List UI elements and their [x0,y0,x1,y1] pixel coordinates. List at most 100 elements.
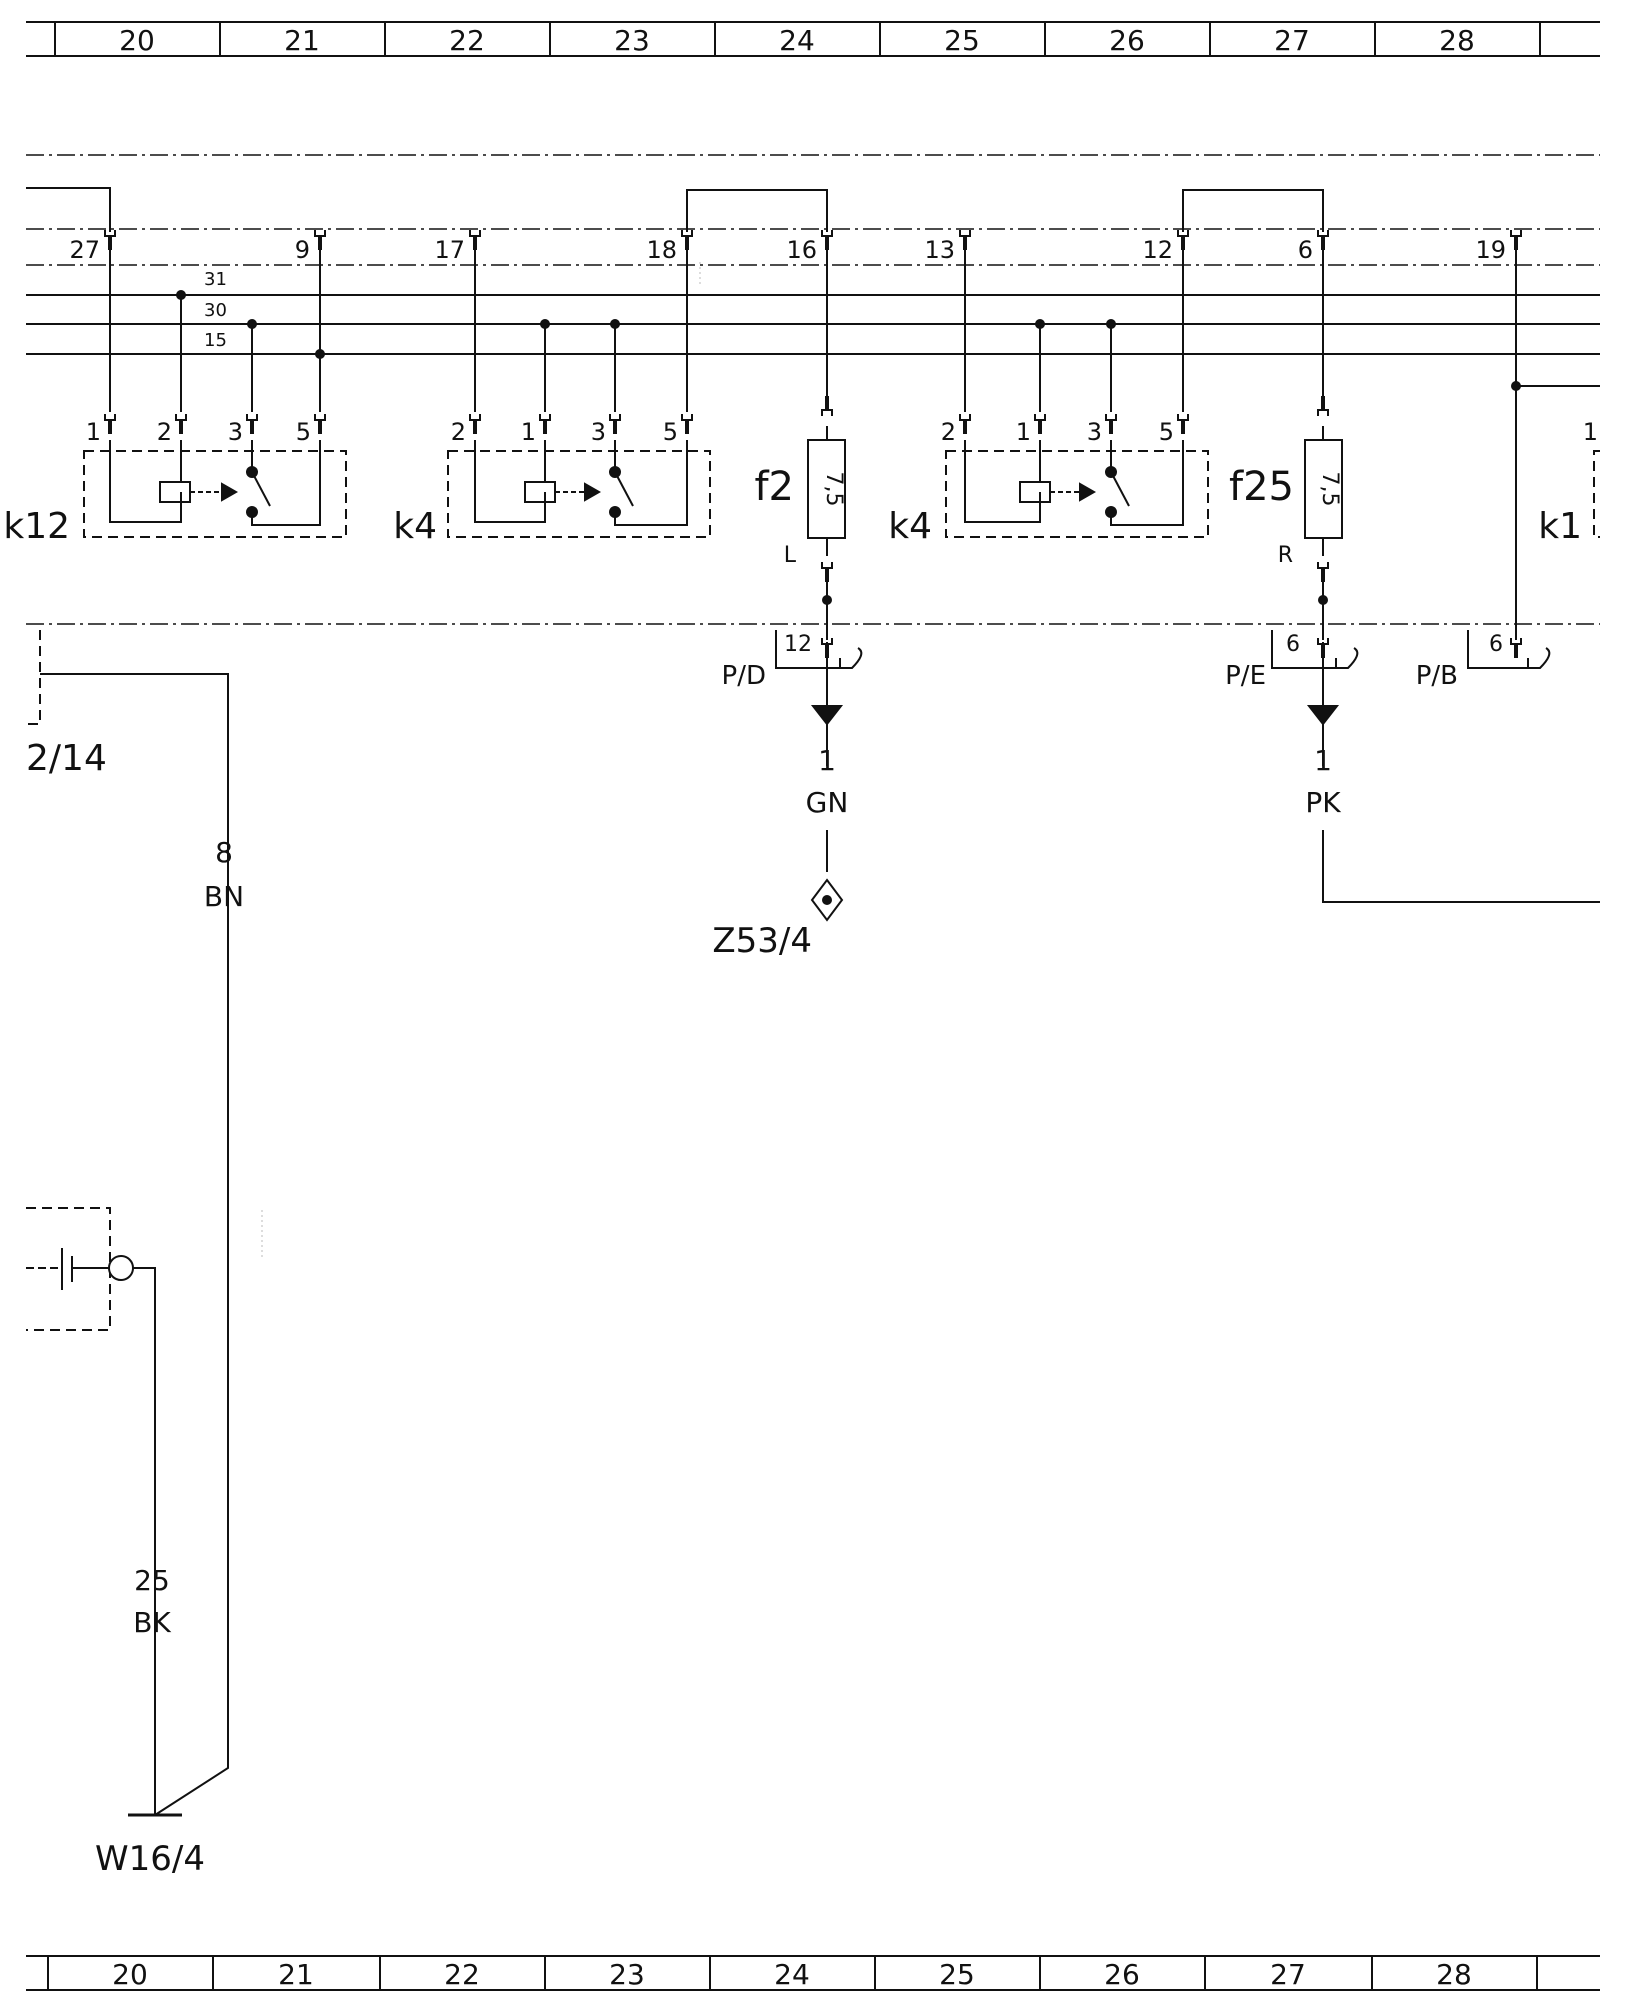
wire-gn-color: GN [806,786,849,819]
connector-label-16: 16 [786,236,817,264]
bottom-col-21: 21 [278,1958,314,1991]
wire-bn-color: BN [204,880,244,913]
wire-pk-size: 1 [1314,744,1332,777]
connector-label-6: 6 [1298,236,1313,264]
wire-bn-size: 8 [215,836,233,869]
k4a-pin-3 [609,413,621,435]
bottom-col-27: 27 [1270,1958,1306,1991]
f25-term-bottom [1317,561,1329,583]
k4b-pin-5 [1177,413,1189,435]
f2-rating: 7,5 [821,472,846,507]
k4b-pin-1 [1034,413,1046,435]
f2-term-top [821,395,833,417]
k4-first-label: k4 [393,506,437,547]
connector-pin-18 [681,229,693,251]
top-col-21: 21 [284,24,320,57]
wire-bk [133,1267,156,1815]
relay-k1 [1593,450,1600,538]
k12-label: k12 [3,506,70,547]
scan-marks [261,262,701,1260]
plug-pb-pin-label: 6 [1489,632,1503,657]
k4a-pin-label-2: 2 [451,418,466,446]
connector-pin-9 [314,229,326,251]
plug-pd-label: P/D [722,661,766,691]
top-col-25: 25 [944,24,980,57]
k12-pin-label-5: 5 [296,418,311,446]
relay-k12 [83,250,347,538]
plug-pd-pin-label: 12 [784,632,812,657]
connector-pin-12 [1177,229,1189,251]
k4b-pin-label-5: 5 [1159,418,1174,446]
k12-pin-1 [104,413,116,435]
connector-label-27: 27 [69,236,100,264]
connector-label-13: 13 [924,236,955,264]
battery-terminal-icon [108,1255,134,1281]
bottom-grid-bar [26,1955,1600,1991]
top-col-20: 20 [119,24,155,57]
bottom-col-26: 26 [1104,1958,1140,1991]
bottom-col-28: 28 [1436,1958,1472,1991]
bottom-col-25: 25 [939,1958,975,1991]
k12-pin-label-1: 1 [86,418,101,446]
f25-term-top [1317,395,1329,417]
plug-pe-label: P/E [1225,661,1266,691]
plug-pb [1467,250,1600,669]
wire-gn-size: 1 [818,744,836,777]
connector-pin-6 [1317,229,1329,251]
connector-label-19: 19 [1475,236,1506,264]
connector-pin-17 [469,229,481,251]
bus-label-15: 15 [204,330,227,351]
wire-bk-size: 25 [134,1564,170,1597]
plug-pd-pin [821,637,833,659]
k4b-pin-2 [959,413,971,435]
plug-pb-label: P/B [1416,661,1458,691]
k4a-pin-5 [681,413,693,435]
bottom-col-22: 22 [444,1958,480,1991]
k12-pin-label-2: 2 [157,418,172,446]
f25-rating: 7,5 [1317,472,1342,507]
relay-k4-second [945,250,1209,538]
k12-pin-label-3: 3 [228,418,243,446]
wire-bn [40,673,229,1816]
top-col-27: 27 [1274,24,1310,57]
k4b-pin-label-2: 2 [941,418,956,446]
bus-label-30: 30 [204,300,227,321]
bus-lines [26,294,1600,355]
k4a-pin-1 [539,413,551,435]
k4a-pin-label-3: 3 [591,418,606,446]
wire-bk-color: BK [133,1606,171,1639]
f2-label: f2 [754,464,794,510]
ground-ref-label: W16/4 [95,1839,205,1879]
k12-pin-3 [246,413,258,435]
connector-pin-19 [1510,229,1522,251]
connector-label-17: 17 [434,236,465,264]
top-grid-bar [26,21,1600,57]
fuse-f2 [807,250,846,640]
connector-pin-13 [959,229,971,251]
bottom-col-23: 23 [609,1958,645,1991]
connector-pin-16 [821,229,833,251]
f2-term-bottom [821,561,833,583]
k1-label: k1 [1538,506,1582,547]
connector-label-9: 9 [295,236,310,264]
plug-pe-pin [1317,637,1329,659]
left-ref-label: 2/14 [26,738,107,779]
bottom-col-24: 24 [774,1958,810,1991]
top-col-28: 28 [1439,24,1475,57]
relay-k4-first [447,250,711,538]
top-col-23: 23 [614,24,650,57]
bottom-col-20: 20 [112,1958,148,1991]
boundary-lines [26,154,1600,625]
k4a-pin-2 [469,413,481,435]
plug-pb-pin [1510,637,1522,659]
left-ref-box [26,630,41,725]
z53-ref-label: Z53/4 [712,921,812,961]
connector-label-12: 12 [1142,236,1173,264]
bus-label-31: 31 [204,269,227,290]
wire-pk-color: PK [1305,786,1341,819]
connector-label-18: 18 [646,236,677,264]
plug-pe-pin-label: 6 [1286,632,1300,657]
connector-pin-27 [104,229,116,251]
k4b-pin-label-3: 3 [1087,418,1102,446]
